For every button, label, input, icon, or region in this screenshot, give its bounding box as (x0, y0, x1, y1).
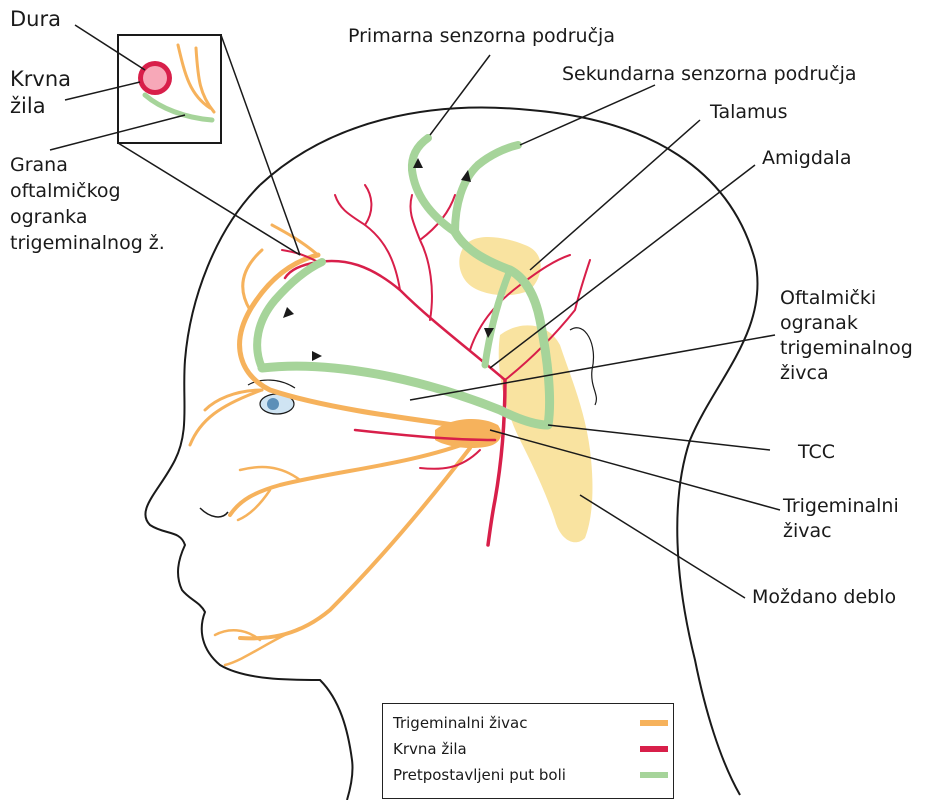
face-profile (145, 185, 352, 800)
label-mozdano-deblo: Moždano deblo (752, 585, 896, 609)
inset-connector-top (221, 35, 300, 255)
leader-trigeminalni (490, 430, 780, 510)
legend-swatch (640, 772, 668, 778)
leader-sekundarna (520, 85, 655, 145)
vessel-up1 (335, 185, 400, 290)
label-trigeminalni: Trigeminalni živac (783, 494, 899, 544)
legend-label: Pretpostavljeni put boli (393, 764, 566, 786)
label-tcc: TCC (798, 440, 835, 464)
legend-item-vessel: Krvna žila (393, 738, 668, 760)
inset-box (118, 35, 221, 143)
leader-primarna (430, 55, 490, 135)
arrow-icon (312, 351, 322, 361)
legend-label: Trigeminalni živac (393, 712, 528, 734)
label-krvna-zila: Krvna žila (10, 66, 71, 120)
path-primary (412, 138, 455, 232)
leader-talamus (530, 120, 700, 270)
nerve-mandibular-twig (225, 628, 300, 665)
nerve-mandibular (240, 448, 470, 638)
inset-vessel-inner (143, 66, 167, 90)
legend-swatch (640, 746, 668, 752)
legend-label: Krvna žila (393, 738, 467, 760)
trigeminal-nerve (178, 45, 490, 665)
pain-pathway (145, 95, 550, 425)
arrow-icon (283, 307, 294, 318)
label-grana: Grana oftalmičkog ogranka trigeminalnog … (10, 152, 165, 256)
leader-lines (50, 25, 780, 598)
path-secondary (455, 145, 518, 232)
leader-dura (75, 25, 145, 70)
label-amigdala: Amigdala (762, 146, 851, 170)
nerve-inset-branch (178, 45, 214, 112)
nerve-forehead-outer (243, 250, 262, 310)
label-sekundarna: Sekundarna senzorna područja (562, 62, 857, 86)
leader-mozdano (580, 495, 745, 598)
leader-krvna (65, 82, 140, 100)
label-talamus: Talamus (710, 100, 787, 124)
label-dura: Dura (10, 6, 61, 33)
legend-item-pain-path: Pretpostavljeni put boli (393, 764, 668, 786)
legend-swatch (640, 720, 668, 726)
head-outline (260, 108, 758, 795)
nostril (200, 508, 228, 517)
label-oftalmicki: Oftalmički ogranak trigeminalnog živca (780, 286, 913, 386)
legend: Trigeminalni živac Krvna žila Pretpostav… (382, 703, 674, 799)
nerve-maxillary-twig (240, 467, 300, 480)
eye-iris (267, 398, 279, 410)
legend-item-trigeminal: Trigeminalni živac (393, 712, 668, 734)
label-primarna: Primarna senzorna područja (348, 24, 615, 48)
nerve-maxillary (230, 440, 475, 515)
